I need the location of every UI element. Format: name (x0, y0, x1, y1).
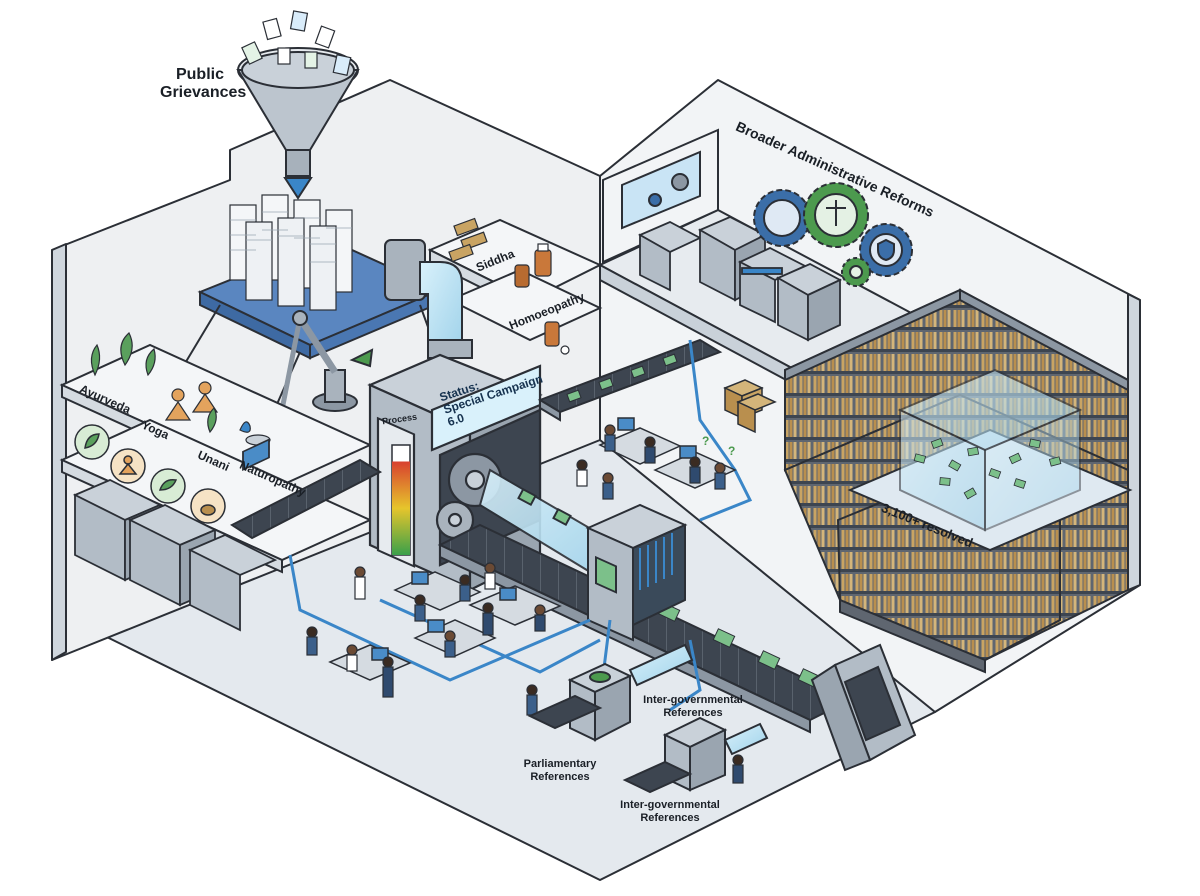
reforms-monitor (621, 150, 701, 230)
office-workers (306, 424, 744, 784)
inter-gov-bottom-line2: References (640, 811, 700, 824)
ayush-round-badges (74, 424, 226, 524)
left-return-conveyor (230, 458, 383, 540)
exit-chute (810, 643, 917, 772)
public-grievances-line2: Grievances (160, 84, 247, 102)
intake-pipe (384, 239, 473, 359)
yoga-figures (164, 381, 219, 421)
robotic-arm (277, 310, 374, 421)
progress-gauge (391, 444, 411, 556)
svg-text:?: ? (702, 434, 709, 448)
inter-gov-top-line1: Inter-governmental (643, 694, 743, 706)
parliamentary-line2: References (530, 770, 590, 783)
inter-gov-bottom-line1: Inter-governmental (620, 799, 720, 811)
inter-governmental-station (622, 716, 769, 794)
right-wall-edge (1127, 293, 1141, 591)
herb-plants (90, 332, 156, 377)
question-marks: ?? (702, 434, 735, 458)
reform-gears (753, 182, 913, 287)
progress-gauge-fill (392, 461, 410, 555)
inter-gov-bottom-label: Inter-governmental References (605, 799, 735, 824)
parliamentary-line1: Parliamentary (523, 758, 597, 770)
inter-gov-top-line2: References (663, 706, 723, 719)
upper-conveyor-items (566, 353, 678, 403)
server-racks (637, 216, 843, 342)
inter-gov-top-label: Inter-governmental References (628, 694, 758, 719)
parliamentary-label: Parliamentary References (505, 758, 615, 783)
parliamentary-station (527, 643, 694, 742)
grievance-funnel (236, 47, 360, 200)
homoeopathy-bottles (514, 243, 570, 355)
left-kiosk-machines (72, 438, 278, 632)
public-grievances-label: Public Grievances (160, 66, 247, 103)
svg-text:?: ? (728, 444, 735, 458)
file-boxes (723, 379, 777, 434)
public-grievances-line1: Public (175, 66, 224, 83)
incoming-documents (241, 10, 352, 76)
scanner-gate (585, 503, 688, 642)
document-stacks (229, 194, 353, 311)
siddha-wooden-blocks (448, 217, 488, 263)
resolved-glass-case (847, 368, 1133, 552)
main-conveyor (437, 523, 853, 734)
left-wall-edge (51, 243, 67, 661)
